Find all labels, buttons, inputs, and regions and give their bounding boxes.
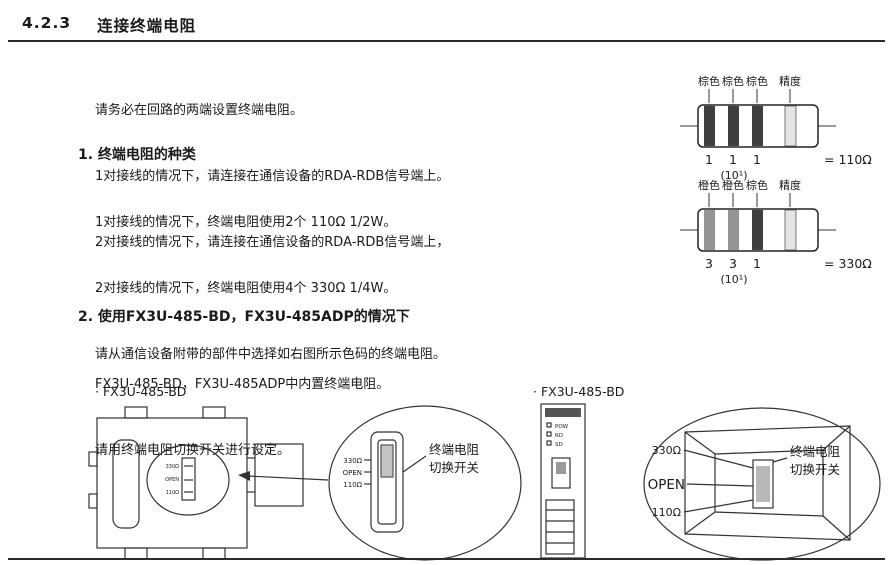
band-digit: 1 (753, 152, 761, 167)
color-band-3 (752, 210, 763, 250)
board-outline (96, 417, 248, 549)
subsection-2-line-1: FX3U-485-BD，FX3U-485ADP中内置终端电阻。 (95, 377, 390, 392)
band-label: 棕色 (746, 178, 768, 192)
fx3u-485-bd-board-diagram: 330Ω OPEN 110Ω 330Ω OPEN 110Ω 终端电阻 切换开关 (88, 405, 522, 561)
label-leader-open (686, 483, 754, 487)
band-digit: 1 (729, 152, 737, 167)
section-title: 连接终端电阻 (97, 17, 197, 35)
header-rule (8, 40, 885, 42)
callout-text-line2: 切换开关 (429, 460, 479, 475)
section-number: 4.2.3 (22, 14, 72, 32)
switch-position-label: OPEN (343, 469, 362, 477)
module-label-bar (545, 408, 581, 417)
led-label-sd: SD (555, 442, 563, 448)
callout-text-line2: 切换开关 (790, 462, 840, 477)
color-band-2 (728, 106, 739, 146)
led-rd (546, 431, 552, 437)
label-leader-110 (683, 499, 754, 513)
color-band-1 (704, 210, 715, 250)
band-digit: 1 (705, 152, 713, 167)
section-header: 4.2.3 连接终端电阻 (22, 14, 196, 36)
callout-text-line1: 终端电阻 (790, 444, 841, 459)
led-label-rd: RD (555, 433, 563, 439)
label-leader-330 (683, 449, 754, 469)
switch-position-label: 330Ω (343, 457, 362, 465)
band-label: 橙色 (722, 178, 744, 192)
band-label: 棕色 (746, 74, 768, 88)
led-sd (546, 440, 552, 446)
intro-paragraph: 请务必在回路的两端设置终端电阻。 1对接线的情况下，请连接在通信设备的RDA-R… (95, 56, 449, 298)
resistance-value: = 110Ω (824, 152, 872, 167)
board-left-tab (88, 493, 98, 509)
intro-line-3: 2对接线的情况下，请连接在通信设备的RDA-RDB信号端上， (95, 235, 450, 250)
color-band-2 (728, 210, 739, 250)
switch-frame (370, 431, 404, 533)
mini-switch-label: 330Ω (166, 464, 180, 470)
board-component (112, 439, 140, 529)
switch-position-label: 110Ω (343, 481, 362, 489)
switch-slot (377, 439, 397, 525)
tolerance-band (784, 105, 797, 147)
magnifier-source-ellipse (146, 444, 230, 516)
color-band-3 (752, 106, 763, 146)
callout-text-line1: 终端电阻 (429, 442, 480, 457)
connector-block (254, 443, 304, 507)
intro-line-1: 请务必在回路的两端设置终端电阻。 (95, 103, 304, 118)
board-top-tab (124, 406, 148, 419)
color-band-1 (704, 106, 715, 146)
subsection-2-line-2: 请用终端电阻切换开关进行设定。 (95, 443, 291, 458)
led-pow (546, 422, 552, 428)
page-bottom-rule (8, 558, 885, 560)
band-digit: 3 (729, 256, 737, 271)
magnifier-ellipse (643, 407, 881, 561)
magnifier-arrow-line (247, 475, 329, 481)
module-switch-knob (556, 462, 566, 474)
switch-knob (380, 444, 394, 478)
small-switch (181, 457, 196, 501)
terminal-block (545, 499, 575, 555)
multiplier-label: (10¹) (721, 169, 748, 182)
band-label-ticks (680, 89, 836, 127)
band-digit: 3 (705, 256, 713, 271)
mini-switch-label: OPEN (165, 477, 179, 483)
subsection-1-body: 1对接线的情况下，终端电阻使用2个 110Ω 1/2W。 2对接线的情况下，终端… (95, 168, 446, 410)
board-left-tab (88, 451, 98, 467)
diagram-right-caption: · FX3U-485-BD (533, 384, 625, 399)
diagram-left-caption: · FX3U-485-BD (95, 384, 187, 399)
board-top-tab (202, 406, 226, 419)
subsection-1-title: 1. 终端电阻的种类 (78, 147, 196, 163)
switch-knob (756, 466, 770, 502)
switch-position-label: 110Ω (652, 506, 681, 519)
band-label-ticks (680, 193, 836, 231)
band-label: 精度 (779, 178, 801, 192)
resistance-value: = 330Ω (824, 256, 872, 271)
subsection-2-title: 2. 使用FX3U-485-BD，FX3U-485ADP的情况下 (78, 309, 410, 325)
led-label-pow: POW (555, 424, 569, 430)
callout-leader (402, 455, 427, 473)
resistor-figure-330: 橙色 橙色 棕色 精度 3 3 1 (10¹) = 330Ω (680, 178, 872, 286)
fx3u-485-adp-module-diagram: POW RD SD 330Ω OPEN 110Ω 终端电阻 切换开关 (540, 403, 881, 561)
band-label: 橙色 (698, 178, 720, 192)
resistor-figure-110: 棕色 棕色 棕色 精度 1 1 1 (10¹) = 110Ω (680, 74, 872, 182)
module-switch (551, 457, 571, 489)
subsection-1-line-2: 2对接线的情况下，终端电阻使用4个 330Ω 1/4W。 (95, 281, 397, 296)
arrowhead (238, 471, 250, 481)
intro-line-2: 1对接线的情况下，请连接在通信设备的RDA-RDB信号端上。 (95, 169, 450, 184)
multiplier-label: (10¹) (721, 273, 748, 286)
subsection-1-line-3: 请从通信设备附带的部件中选择如右图所示色码的终端电阻。 (95, 347, 447, 362)
callout-leader (772, 457, 788, 463)
switch-position-label: 330Ω (652, 444, 681, 457)
band-label: 棕色 (722, 74, 744, 88)
band-digit: 1 (753, 256, 761, 271)
band-label: 精度 (779, 74, 801, 88)
subsection-1-line-1: 1对接线的情况下，终端电阻使用2个 110Ω 1/2W。 (95, 215, 397, 230)
tolerance-band (784, 209, 797, 251)
switch-position-label: OPEN (648, 477, 685, 493)
subsection-2-body: FX3U-485-BD，FX3U-485ADP中内置终端电阻。 请用终端电阻切换… (95, 330, 389, 506)
switch-frame (752, 459, 774, 509)
mini-switch-label: 110Ω (166, 490, 180, 496)
magnifier-ellipse (328, 405, 522, 561)
band-label: 棕色 (698, 74, 720, 88)
